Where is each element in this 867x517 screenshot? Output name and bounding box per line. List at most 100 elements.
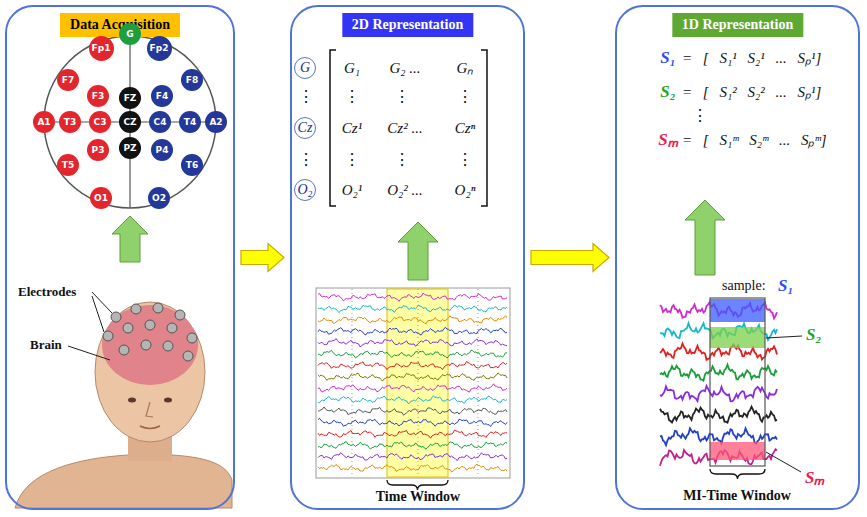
eye [164,398,172,403]
eeg-trace [660,386,777,401]
leader-line [92,292,112,313]
matrix-bracket [481,50,487,206]
ellipsis-dots: ⋮ [344,88,360,106]
eeg-trace [318,305,507,313]
head [95,302,205,442]
up-arrow [398,222,438,280]
eeg-trace [318,442,507,449]
sample-name: S₂ [660,83,675,102]
drawing-part [478,289,479,477]
eeg-trace [318,407,507,415]
electrode-circle: T6 [181,154,203,176]
channel-name: Fp2 [150,44,169,53]
sample-name: S₂ [806,326,821,345]
channel-name: O₂ [298,183,313,197]
electrode-circle: A2 [205,111,227,133]
electrode-circle: T4 [179,111,201,133]
panel-heading: 2D Representation [342,13,473,37]
channel-name: A2 [209,118,222,127]
eeg-trace [318,384,507,392]
sample-band [710,299,765,322]
leader-line [92,296,104,332]
time-window [387,289,448,477]
electrode-circle: O2 [148,187,170,209]
channel-circle: O₂ [294,179,316,201]
electrode-circle: PZ [119,137,141,159]
sample-name: Sₘ [805,469,824,488]
vector-entries: = [ S₁ᵐ S₂ᵐ ... Sₚᵐ] [682,132,827,149]
electrode-circle: T3 [59,111,81,133]
eeg-traces [318,293,507,472]
channel-circle: G [294,57,316,79]
panel-box: Data AcquisitionGFp1Fp2F7F3FZF4F8A1T3C3C… [5,5,235,510]
eeg-trace [318,430,507,438]
electrode-circle: F4 [151,85,173,107]
scalp-outline [44,36,216,208]
eeg-trace [318,396,507,403]
electrode-circle: FZ [119,87,141,109]
channel-name: C3 [94,118,107,127]
channel-name: Fp1 [92,44,111,53]
sample-name: Sₘ [658,131,677,150]
flow-arrow [531,244,609,272]
channel-name: P3 [92,146,105,155]
eeg-trace [318,316,507,324]
ellipsis-dots: ⋮ [298,151,314,169]
sample-name: S₁ [660,49,675,68]
nose [146,402,153,417]
channel-name: G [300,61,310,75]
channel-name: F7 [62,76,74,85]
drawing-part [119,345,129,355]
leader-line [68,346,110,360]
ellipsis-dots: ⋮ [457,151,473,169]
eeg-plot-frame [316,288,510,478]
eeg-trace [318,338,507,346]
drawing-part [167,323,177,333]
flow-arrow [241,244,284,272]
electrode-circle: P3 [87,139,109,161]
channel-name: F4 [156,92,168,101]
matrix-entry: G₁ [344,60,360,77]
drawing-part [123,323,133,333]
eye [128,398,136,403]
matrix-bracket [330,50,336,206]
sample-name: S₁ [778,277,793,296]
electrode-circle: T5 [57,154,79,176]
channel-name: F3 [92,92,104,101]
channel-name: O2 [152,194,166,203]
ellipsis-dots: ⋮ [344,151,360,169]
drawing-part [131,304,141,314]
electrode-circle: Fp1 [89,36,114,61]
electrode-circle: F7 [57,69,79,91]
electrode-circle: C4 [149,111,171,133]
electrode-circle: O1 [90,187,112,209]
channel-name: P4 [156,146,169,155]
leader-line [766,336,802,338]
brace [710,469,765,479]
channel-name: T4 [184,118,196,127]
channel-name: O1 [94,194,108,203]
sample-band [710,442,765,460]
matrix-entry: Czⁿ [455,120,476,137]
electrode-circle: P4 [151,139,173,161]
annotation-label: sample: [722,278,766,293]
sample-band [710,327,765,348]
electrode-circle: F8 [181,69,203,91]
drawing-part [163,341,173,351]
eeg-trace [318,350,507,358]
matrix-entry: O₂² ... [387,182,423,199]
vector-entries: = [ S₁¹ S₂¹ ... Sₚ¹] [682,50,821,67]
matrix-entry: Gₙ [457,60,474,77]
eeg-trace [318,327,507,334]
eeg-trace [660,407,777,423]
channel-name: T3 [64,118,76,127]
panel-box: 1D Representation [615,5,860,510]
electrode-circle: Fp2 [147,36,172,61]
eeg-trace [318,464,507,472]
channel-name: Cz [298,121,313,135]
channel-name: A1 [37,118,50,127]
panel-heading: 1D Representation [672,13,803,37]
eeg-trace [318,361,507,369]
